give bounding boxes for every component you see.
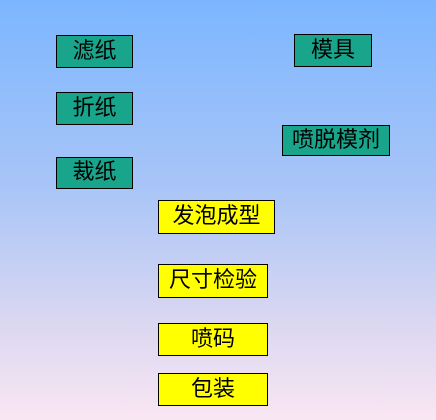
packaging-box: 包装 bbox=[158, 373, 268, 406]
size-inspection-label: 尺寸检验 bbox=[168, 268, 257, 293]
size-inspection-box: 尺寸检验 bbox=[158, 264, 268, 298]
foam-molding-label: 发泡成型 bbox=[172, 204, 261, 229]
cut-paper-box: 裁纸 bbox=[56, 157, 133, 189]
mold-label: 模具 bbox=[310, 37, 355, 63]
fold-paper-box: 折纸 bbox=[56, 92, 133, 125]
spray-code-box: 喷码 bbox=[158, 323, 268, 356]
filter-paper-label: 滤纸 bbox=[72, 38, 117, 64]
release-agent-box: 喷脱模剂 bbox=[282, 125, 390, 156]
mold-box: 模具 bbox=[294, 34, 372, 67]
cut-paper-label: 裁纸 bbox=[72, 160, 117, 185]
release-agent-label: 喷脱模剂 bbox=[291, 127, 380, 153]
fold-paper-label: 折纸 bbox=[72, 95, 117, 121]
foam-molding-box: 发泡成型 bbox=[158, 200, 275, 234]
filter-paper-box: 滤纸 bbox=[56, 35, 133, 68]
spray-code-label: 喷码 bbox=[190, 326, 235, 352]
packaging-label: 包装 bbox=[190, 376, 235, 402]
